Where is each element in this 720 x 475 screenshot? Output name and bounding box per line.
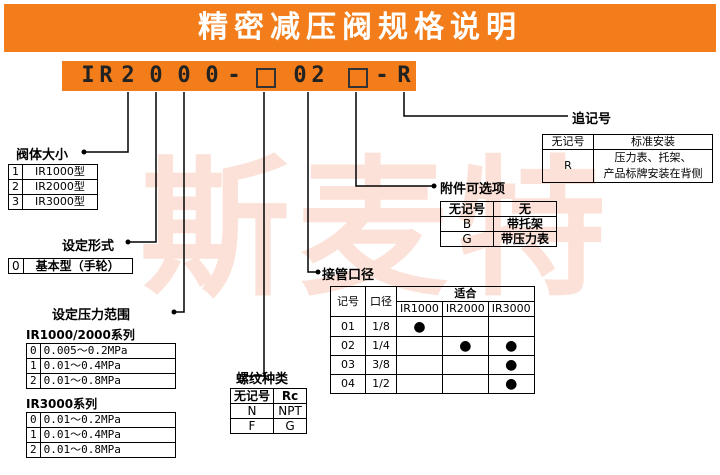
setting-type-label: 设定形式 <box>62 239 115 254</box>
model-char: 0 <box>293 63 307 88</box>
accessory-placeholder-box <box>348 68 368 88</box>
model-char: I <box>81 63 95 88</box>
valve-size-label: 阀体大小 <box>16 148 69 163</box>
model-char: 0 <box>205 63 219 88</box>
series1-label: IR1000/2000系列 <box>26 328 135 342</box>
model-char: 2 <box>121 63 135 88</box>
accessory-label: 附件可选项 <box>440 182 506 197</box>
table-row: 记号 口径 适合 <box>330 286 535 317</box>
title-banner: 精密减压阀规格说明 <box>4 4 716 52</box>
table-row: 无记号无 <box>440 201 557 217</box>
series2-label: IR3000系列 <box>26 397 98 411</box>
pressure-range-label: 设定压力范围 <box>52 308 131 323</box>
model-char: 2 <box>311 63 325 88</box>
suffix-label: 追记号 <box>572 112 612 127</box>
table-row: 无记号标准安装 <box>542 134 713 150</box>
model-char: 0 <box>149 63 163 88</box>
thread-type-label: 螺纹种类 <box>236 372 289 387</box>
model-char: - <box>375 63 389 88</box>
model-char: - <box>227 63 241 88</box>
model-char: 0 <box>177 63 191 88</box>
model-char: R <box>397 63 411 88</box>
model-char: R <box>99 63 113 88</box>
thread-placeholder-box <box>256 68 276 88</box>
port-size-label: 接管口径 <box>322 268 375 283</box>
